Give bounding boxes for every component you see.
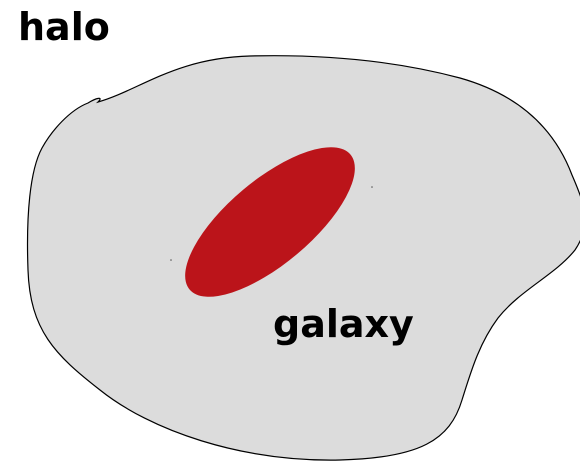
speck [371, 186, 373, 188]
halo-label: halo [18, 5, 110, 49]
galaxy-label: galaxy [273, 302, 414, 346]
speck [170, 259, 172, 261]
halo-shape [28, 56, 580, 460]
